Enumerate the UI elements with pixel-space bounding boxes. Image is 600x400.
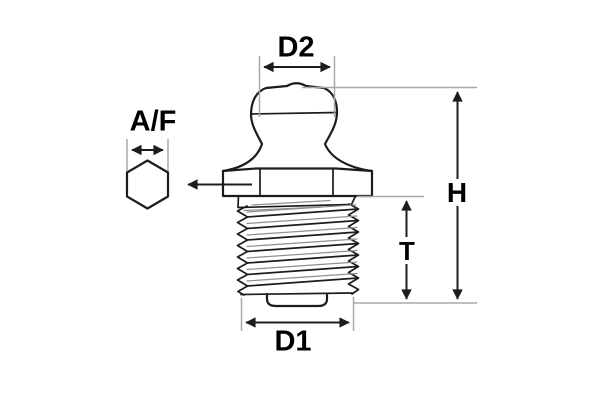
dimension-label-h: H (446, 177, 468, 208)
fitting-hex-body (221, 167, 374, 198)
hex-symbol (125, 159, 170, 210)
fitting-tip (265, 292, 329, 308)
dimension-d2 (258, 56, 336, 117)
fitting-head (221, 82, 374, 173)
fitting-thread (236, 199, 360, 296)
dimension-af (125, 139, 252, 210)
dimension-label-af: A/F (129, 105, 177, 138)
dimension-t (357, 195, 424, 300)
dimension-d1 (240, 297, 355, 331)
dimension-label-t: T (399, 236, 415, 266)
dimension-label-d1: D1 (274, 325, 312, 358)
dimension-label-d2: D2 (277, 31, 315, 64)
dimension-h (302, 86, 477, 304)
